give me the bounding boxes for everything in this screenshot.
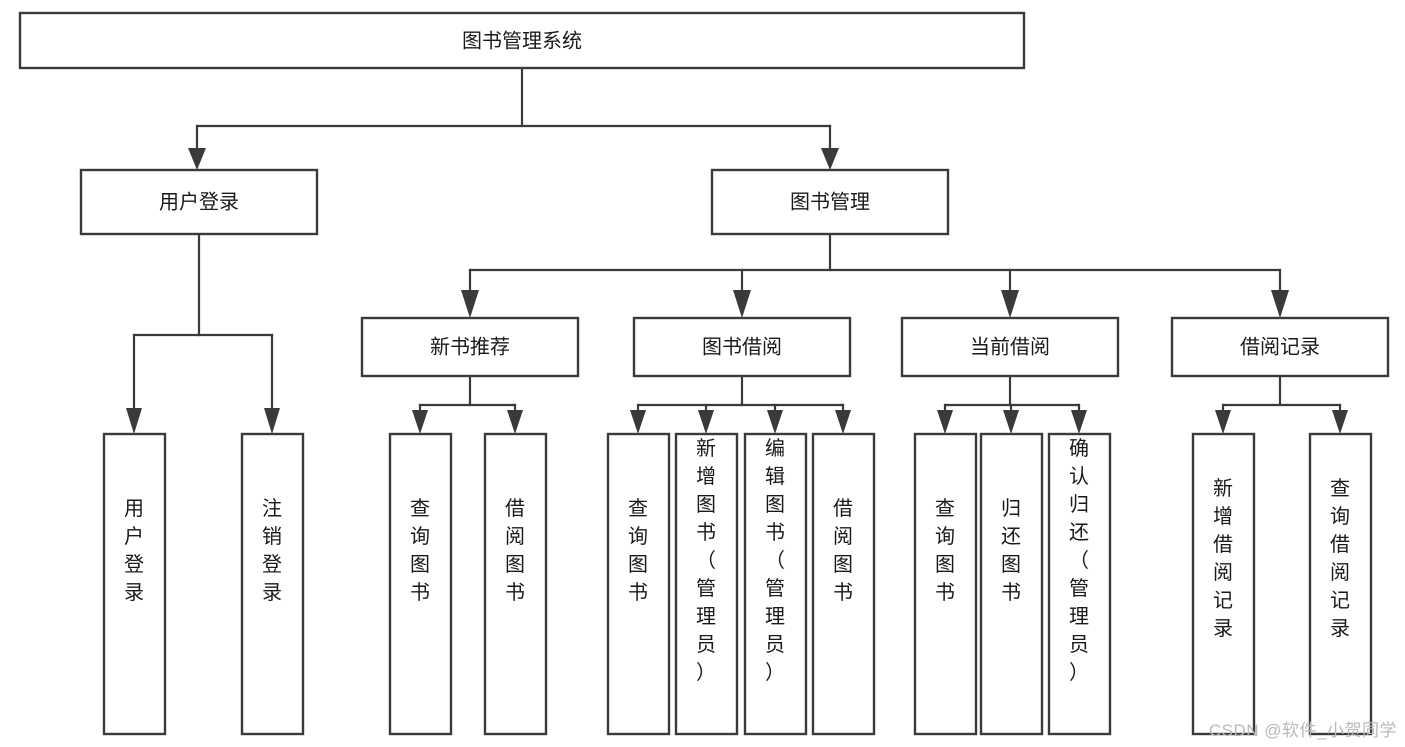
leaf-node-bb-borrow-book-label: 借阅图书 [833, 497, 853, 604]
leaf-node-cb-confirm-return[interactable]: 确认归还（管理员） [1047, 432, 1112, 736]
node-new-book-recommend-box[interactable] [360, 316, 580, 378]
leaf-node-bb-query-book-label: 查询图书 [628, 497, 648, 604]
arrow-head-book-mgmt [821, 148, 839, 170]
leaf-node-user-login-label: 用户登录 [124, 498, 144, 604]
leaf-node-cb-query-book[interactable]: 查询图书 [913, 432, 978, 736]
leaf-node-nb-borrow-book-box[interactable] [483, 432, 548, 736]
node-book-management-box[interactable] [710, 168, 950, 236]
connector-group-current-borrow-children [937, 374, 1087, 434]
leaf-node-br-add-record-box[interactable] [1191, 432, 1256, 736]
connector-group-user-login-children [126, 232, 280, 434]
arrow-head-leaf-logout [264, 408, 280, 434]
arrow-head-leaf-user-login [126, 408, 142, 434]
leaf-node-cb-return-book[interactable]: 归还图书 [979, 432, 1044, 736]
node-user-login[interactable]: 用户登录 [79, 168, 319, 236]
leaf-node-cb-return-book-box[interactable] [979, 432, 1044, 736]
node-root[interactable]: 图书管理系统 [18, 11, 1026, 70]
arrow-head-new-book [461, 290, 479, 318]
arrow-head-bb-4 [835, 410, 851, 434]
node-current-borrow-label: 当前借阅 [970, 335, 1050, 358]
leaf-node-bb-edit-book-label: 编辑图书（管理员） [765, 437, 785, 684]
node-root-label: 图书管理系统 [462, 29, 582, 52]
node-book-management[interactable]: 图书管理 [710, 168, 950, 236]
leaf-node-bb-edit-book[interactable]: 编辑图书（管理员） [743, 432, 808, 736]
leaf-node-logout[interactable]: 注销登录 [240, 432, 305, 736]
node-book-management-label: 图书管理 [790, 190, 870, 213]
watermark: CSDN @软件_小贺同学 [1208, 721, 1397, 740]
arrow-head-br-1 [1215, 410, 1231, 434]
leaf-node-bb-query-book[interactable]: 查询图书 [606, 432, 671, 736]
arrow-head-bb-1 [630, 410, 646, 434]
node-borrow-record-label: 借阅记录 [1240, 335, 1320, 358]
node-root-box[interactable] [18, 11, 1026, 70]
arrow-head-bb-2 [698, 410, 714, 434]
leaf-node-br-query-record-label: 查询借阅记录 [1330, 477, 1350, 640]
arrow-head-cb-3 [1071, 410, 1087, 434]
node-borrow-record-box[interactable] [1170, 316, 1390, 378]
node-new-book-recommend[interactable]: 新书推荐 [360, 316, 580, 378]
arrow-head-user-login [188, 148, 206, 170]
leaf-node-nb-query-book[interactable]: 查询图书 [388, 432, 453, 736]
leaf-node-logout-box[interactable] [240, 432, 305, 736]
leaf-node-cb-confirm-return-label: 确认归还（管理员） [1069, 437, 1089, 684]
arrow-head-cb-1 [937, 410, 953, 434]
leaf-node-br-add-record[interactable]: 新增借阅记录 [1191, 432, 1256, 736]
arrow-head-bb-3 [767, 410, 783, 434]
node-user-login-label: 用户登录 [159, 190, 239, 213]
leaf-node-cb-return-book-label: 归还图书 [1001, 497, 1021, 604]
leaf-node-br-query-record-box[interactable] [1308, 432, 1373, 736]
leaf-node-logout-label: 注销登录 [262, 497, 282, 604]
leaf-node-nb-borrow-book[interactable]: 借阅图书 [483, 432, 548, 736]
leaf-node-cb-confirm-return-box[interactable] [1047, 432, 1112, 736]
leaf-node-bb-query-book-box[interactable] [606, 432, 671, 736]
node-new-book-recommend-label: 新书推荐 [430, 335, 510, 358]
connector-group-root [188, 66, 839, 170]
connector-group-book-borrow-children [630, 374, 851, 434]
leaf-node-bb-add-book-box[interactable] [674, 432, 739, 736]
connector-group-book-mgmt [461, 232, 1289, 318]
node-user-login-box[interactable] [79, 168, 319, 236]
arrow-head-current-borrow [1001, 290, 1019, 318]
node-borrow-record[interactable]: 借阅记录 [1170, 316, 1390, 378]
node-book-borrow-label: 图书借阅 [702, 335, 782, 358]
arrow-head-borrow-record [1271, 290, 1289, 318]
arrow-head-cb-2 [1003, 410, 1019, 434]
leaf-node-user-login-box[interactable] [102, 432, 167, 736]
arrow-head-nb-1 [412, 410, 428, 434]
leaf-node-bb-add-book-label: 新增图书（管理员） [696, 437, 716, 684]
connector-group-borrow-record-children [1215, 374, 1348, 434]
arrow-head-nb-2 [507, 410, 523, 434]
leaf-node-nb-query-book-box[interactable] [388, 432, 453, 736]
leaf-node-bb-borrow-book-box[interactable] [811, 432, 876, 736]
leaf-node-bb-borrow-book[interactable]: 借阅图书 [811, 432, 876, 736]
node-book-borrow-box[interactable] [632, 316, 852, 378]
leaf-node-nb-borrow-book-label: 借阅图书 [505, 497, 525, 604]
node-current-borrow-box[interactable] [900, 316, 1120, 378]
leaf-node-cb-query-book-box[interactable] [913, 432, 978, 736]
leaf-node-bb-add-book[interactable]: 新增图书（管理员） [674, 432, 739, 736]
arrow-head-br-2 [1332, 410, 1348, 434]
leaf-node-nb-query-book-label: 查询图书 [410, 497, 430, 604]
leaf-node-cb-query-book-label: 查询图书 [935, 497, 955, 604]
leaf-node-bb-edit-book-box[interactable] [743, 432, 808, 736]
leaf-node-br-query-record[interactable]: 查询借阅记录 [1308, 432, 1373, 736]
leaf-node-br-add-record-label: 新增借阅记录 [1213, 477, 1233, 640]
leaf-node-user-login[interactable]: 用户登录 [102, 432, 167, 736]
connector-group-new-book-children [412, 374, 523, 434]
node-book-borrow[interactable]: 图书借阅 [632, 316, 852, 378]
node-current-borrow[interactable]: 当前借阅 [900, 316, 1120, 378]
arrow-head-book-borrow [733, 290, 751, 318]
